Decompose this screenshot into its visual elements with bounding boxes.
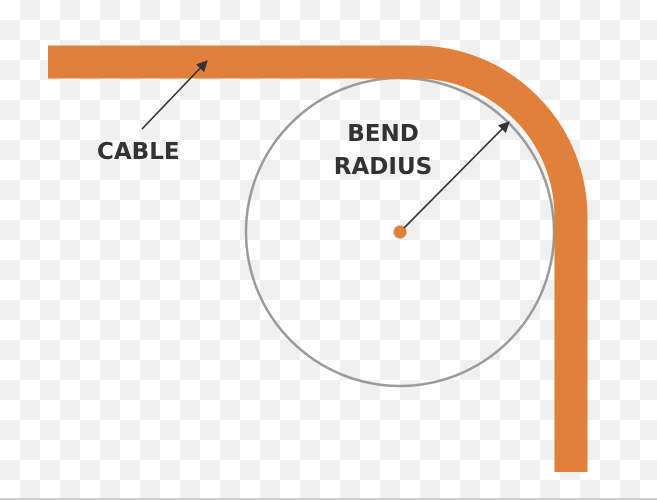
cable-label: CABLE	[97, 139, 180, 165]
bottom-divider	[0, 498, 657, 500]
cable-pointer-arrow	[141, 60, 208, 130]
bend-radius-label-line2: RADIUS	[334, 154, 432, 180]
bend-center-dot	[393, 225, 407, 239]
bend-radius-label-line1: BEND	[347, 121, 419, 147]
radius-arrow	[403, 121, 510, 229]
cable-path	[48, 45, 588, 472]
